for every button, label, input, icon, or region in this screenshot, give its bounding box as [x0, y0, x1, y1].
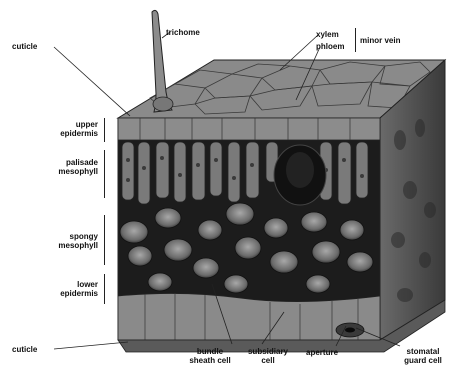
label-lower-epidermis: lower epidermis: [40, 280, 98, 298]
label-bundle-line1: bundle: [180, 347, 240, 356]
trichome-base: [153, 97, 173, 111]
label-subsidiary-line2: cell: [238, 356, 298, 365]
label-palisade-mesophyll: palisade mesophyll: [40, 158, 98, 176]
upper-epidermis-band: [118, 118, 380, 140]
label-minor-vein: minor vein: [360, 36, 400, 45]
label-subsidiary-line1: subsidiary: [238, 347, 298, 356]
stoma: [336, 323, 364, 337]
label-cuticle-bottom: cuticle: [12, 345, 37, 354]
label-spongy-mesophyll: spongy mesophyll: [40, 232, 98, 250]
label-xylem: xylem: [316, 30, 339, 39]
label-stomatal-line2: guard cell: [392, 356, 454, 365]
label-cuticle-top: cuticle: [12, 42, 37, 51]
palisade-brace: [101, 150, 105, 198]
label-spongy-line1: spongy: [40, 232, 98, 241]
label-lower-line2: epidermis: [40, 289, 98, 298]
label-phloem: phloem: [316, 42, 344, 51]
spongy-brace: [101, 215, 105, 265]
label-stomatal-guard-cell: stomatal guard cell: [392, 347, 454, 365]
label-bundle-sheath-cell: bundle sheath cell: [180, 347, 240, 365]
label-bundle-line2: sheath cell: [180, 356, 240, 365]
label-spongy-line2: mesophyll: [40, 241, 98, 250]
minor-vein-brace: [352, 28, 356, 52]
label-upper-epidermis-line2: epidermis: [40, 129, 98, 138]
label-stomatal-line1: stomatal: [392, 347, 454, 356]
label-palisade-line1: palisade: [40, 158, 98, 167]
label-aperture: aperture: [306, 348, 338, 357]
label-trichome: trichome: [166, 28, 200, 37]
lower-epidermis-brace: [101, 274, 105, 304]
minor-vein: [274, 145, 326, 205]
upper-epidermis-brace: [101, 118, 105, 142]
label-palisade-line2: mesophyll: [40, 167, 98, 176]
label-lower-line1: lower: [40, 280, 98, 289]
label-upper-epidermis-line1: upper: [40, 120, 98, 129]
label-upper-epidermis: upper epidermis: [40, 120, 98, 138]
label-subsidiary-cell: subsidiary cell: [238, 347, 298, 365]
